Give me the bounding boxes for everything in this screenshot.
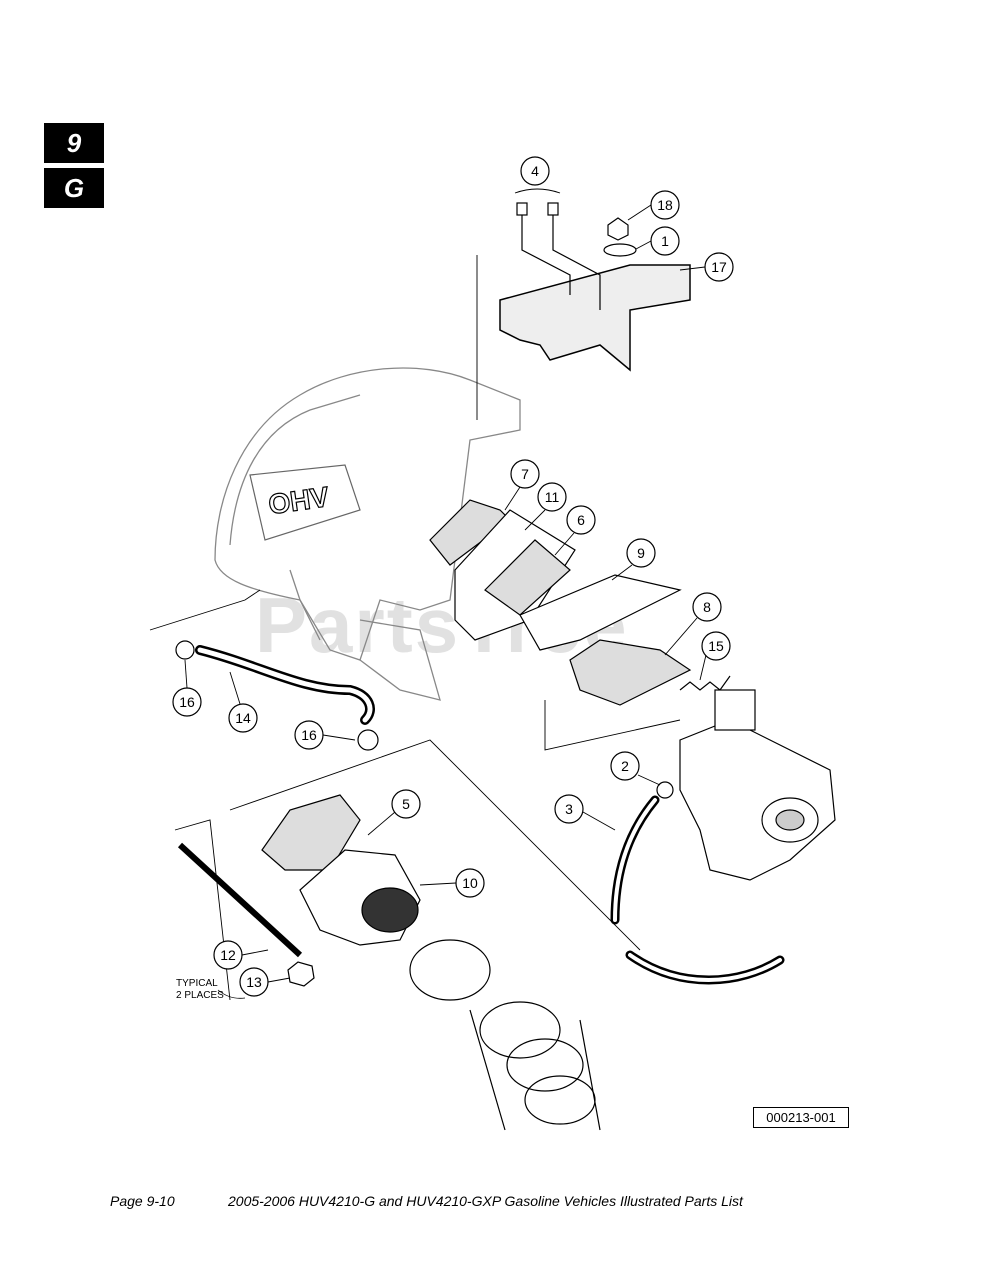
clamp-16b — [357, 729, 379, 751]
callout-16b-label: 16 — [301, 727, 317, 743]
footer-page-number: Page 9-10 — [110, 1193, 175, 1209]
callout-18: 18 — [650, 190, 680, 220]
section-tab: G — [44, 168, 104, 208]
washer — [603, 243, 637, 257]
callout-1-label: 1 — [661, 233, 669, 249]
intake-duct — [409, 939, 601, 1131]
nut-13 — [287, 961, 315, 987]
screws — [516, 202, 601, 310]
callout-4-label: 4 — [531, 163, 539, 179]
callout-9: 9 — [626, 538, 656, 568]
callout-13-label: 13 — [246, 974, 262, 990]
callout-15: 15 — [701, 631, 731, 661]
callout-9-label: 9 — [637, 545, 645, 561]
callout-5-label: 5 — [402, 796, 410, 812]
callout-10-label: 10 — [462, 875, 478, 891]
gasket-5 — [261, 794, 361, 871]
callout-1: 1 — [650, 226, 680, 256]
callout-2-label: 2 — [621, 758, 629, 774]
callout-17: 17 — [704, 252, 734, 282]
callout-leaders — [184, 188, 707, 983]
adapter-8 — [569, 639, 692, 706]
footer-title: 2005-2006 HUV4210-G and HUV4210-GXP Gaso… — [228, 1193, 743, 1209]
callout-5: 5 — [391, 789, 421, 819]
figure-id: 000213-001 — [753, 1107, 849, 1128]
callout-8: 8 — [692, 592, 722, 622]
cover-plate — [499, 264, 691, 372]
typical-note-line2: 2 PLACES — [176, 990, 224, 1001]
callout-6-label: 6 — [577, 512, 585, 528]
engine-outline — [214, 367, 521, 701]
callout-7-label: 7 — [521, 466, 529, 482]
callout-15-label: 15 — [708, 638, 724, 654]
gasket-6 — [484, 539, 571, 616]
callout-12-label: 12 — [220, 947, 236, 963]
callout-16a-label: 16 — [179, 694, 195, 710]
callout-8-label: 8 — [703, 599, 711, 615]
callout-4: 4 — [520, 156, 550, 186]
ohv-badge: OHV — [249, 464, 361, 541]
callout-14-label: 14 — [235, 710, 251, 726]
stud-12 — [177, 842, 303, 958]
callout-11: 11 — [537, 482, 567, 512]
callout-16b: 16 — [294, 720, 324, 750]
chapter-tab: 9 — [44, 123, 104, 163]
callout-6: 6 — [566, 505, 596, 535]
typical-note-line1: TYPICAL — [176, 978, 218, 989]
bracket-9 — [519, 574, 682, 651]
callout-11-label: 11 — [545, 489, 560, 505]
clamp-2 — [656, 781, 674, 799]
hose-3 — [610, 795, 660, 925]
callout-3-label: 3 — [565, 801, 573, 817]
spring-15 — [679, 675, 731, 691]
callout-2: 2 — [610, 751, 640, 781]
callout-17-label: 17 — [711, 259, 727, 275]
callout-12: 12 — [213, 940, 243, 970]
carburetor — [679, 689, 836, 881]
clamp-16a — [175, 640, 195, 660]
callout-7: 7 — [510, 459, 540, 489]
callout-3: 3 — [554, 794, 584, 824]
hose-14 — [195, 645, 375, 725]
callout-14: 14 — [228, 703, 258, 733]
nut — [607, 217, 629, 241]
callout-16a: 16 — [172, 687, 202, 717]
callout-13: 13 — [239, 967, 269, 997]
callout-10: 10 — [455, 868, 485, 898]
callout-18-label: 18 — [657, 197, 673, 213]
callouts: 4 18 1 17 7 11 6 9 8 15 16 14 16 2 3 5 1… — [172, 156, 734, 997]
